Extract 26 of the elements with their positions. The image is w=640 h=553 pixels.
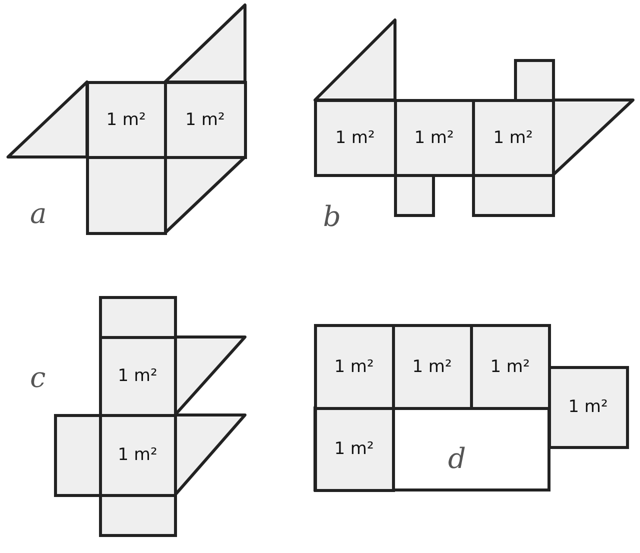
area-label: 1 m² xyxy=(412,356,452,376)
area-label: 1 m² xyxy=(106,110,146,130)
area-label: 1 m² xyxy=(185,110,225,130)
area-label: 1 m² xyxy=(334,356,374,376)
square-face xyxy=(54,414,102,496)
figure-letter: d xyxy=(448,445,466,473)
figure-letter: a xyxy=(30,200,47,228)
area-label: 1 m² xyxy=(493,128,533,148)
square-face xyxy=(314,324,394,410)
area-label: 1 m² xyxy=(334,439,374,459)
area-label: 1 m² xyxy=(118,366,158,386)
square-face xyxy=(314,98,396,176)
square-face xyxy=(86,80,166,158)
area-label: 1 m² xyxy=(118,445,158,465)
square-face xyxy=(98,296,176,338)
area-label: 1 m² xyxy=(414,128,454,148)
triangle-face xyxy=(6,80,88,158)
square-face xyxy=(514,58,554,102)
triangle-face xyxy=(164,4,246,84)
figure-letter: c xyxy=(30,364,46,392)
area-label: 1 m² xyxy=(335,128,375,148)
figure-letter: b xyxy=(323,203,341,231)
area-label: 1 m² xyxy=(568,397,608,417)
area-label: 1 m² xyxy=(490,356,530,376)
square-face xyxy=(548,366,628,448)
triangle-face xyxy=(314,18,396,102)
